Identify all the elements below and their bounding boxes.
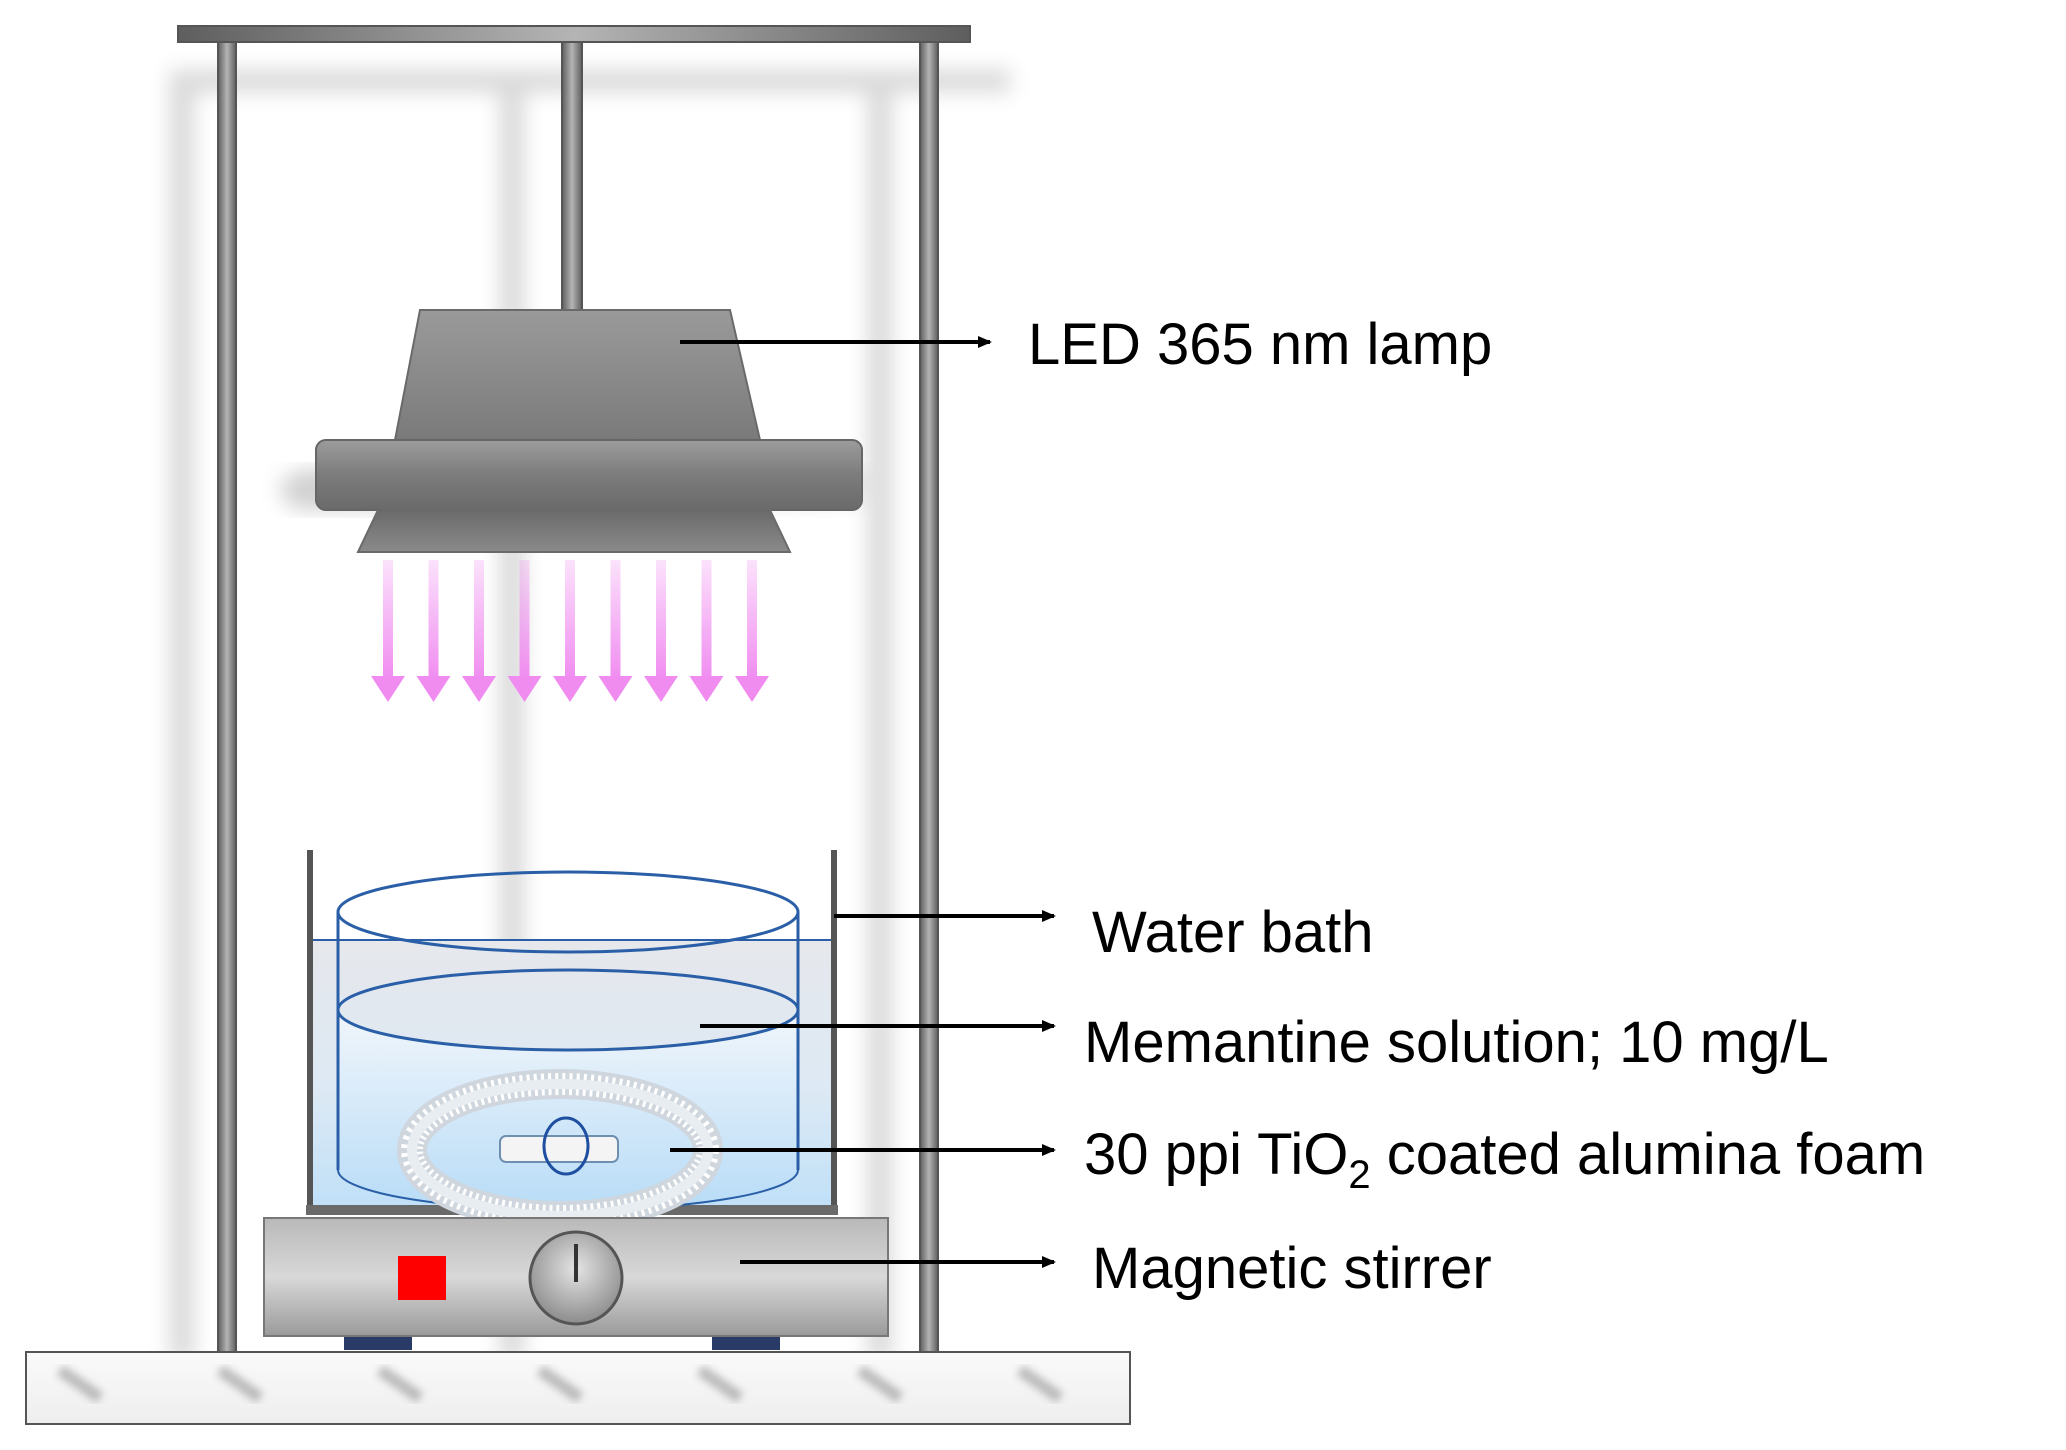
foam-label-subscript: 2 [1348, 1153, 1370, 1197]
lamp-hanger-rod [561, 41, 583, 311]
uv-arrow-icon [735, 676, 769, 702]
uv-arrow-icon [553, 676, 587, 702]
stirrer-power-indicator [398, 1256, 446, 1300]
lamp-housing-top [393, 309, 762, 441]
uv-arrow-shaft [474, 560, 484, 680]
lamp-housing-bottom [356, 509, 792, 553]
base-plate [25, 1351, 1131, 1425]
lamp-label: LED 365 nm lamp [1028, 312, 1492, 377]
led-lamp-icon [280, 309, 863, 553]
uv-arrow-shaft [428, 560, 439, 680]
uv-arrow-icon [598, 676, 633, 702]
uv-arrow-shaft [701, 560, 712, 680]
uv-arrow-icon [644, 676, 678, 702]
left-pole [217, 41, 237, 1355]
lamp-bar [315, 439, 863, 511]
solution-label: Memantine solution; 10 mg/L [1084, 1010, 1829, 1075]
uv-arrow-shaft [565, 560, 575, 680]
stirrer-foot-left [344, 1334, 412, 1350]
water-bath-label: Water bath [1092, 900, 1374, 965]
magnetic-stirrer-icon [263, 1217, 889, 1350]
foam-label-prefix: 30 ppi TiO [1084, 1122, 1348, 1187]
stir-bar [499, 1135, 619, 1163]
uv-arrow-icon [507, 676, 542, 702]
uv-arrow-shaft [656, 560, 666, 680]
uv-arrow-icon [416, 676, 451, 702]
uv-arrow-shaft [747, 560, 757, 680]
uv-arrow-shaft [383, 560, 393, 680]
stirrer-foot-right [712, 1334, 780, 1350]
foam-label-suffix: coated alumina foam [1371, 1122, 1926, 1187]
uv-arrow-icon [462, 676, 496, 702]
labels: LED 365 nm lamp Water bath Memantine sol… [1028, 312, 1925, 1301]
top-crossbar [177, 25, 971, 43]
uv-arrow-shaft [610, 560, 621, 680]
leader-arrows [670, 336, 1056, 1268]
stirrer-label: Magnetic stirrer [1092, 1236, 1492, 1301]
uv-arrow-icon [371, 676, 405, 702]
right-pole [919, 41, 939, 1355]
stir-rotation-marker [542, 1116, 590, 1176]
uv-arrow-shaft [519, 560, 530, 680]
uv-light-arrows [371, 560, 769, 702]
foam-label: 30 ppi TiO2 coated alumina foam [1084, 1122, 1925, 1197]
uv-arrow-icon [689, 676, 724, 702]
